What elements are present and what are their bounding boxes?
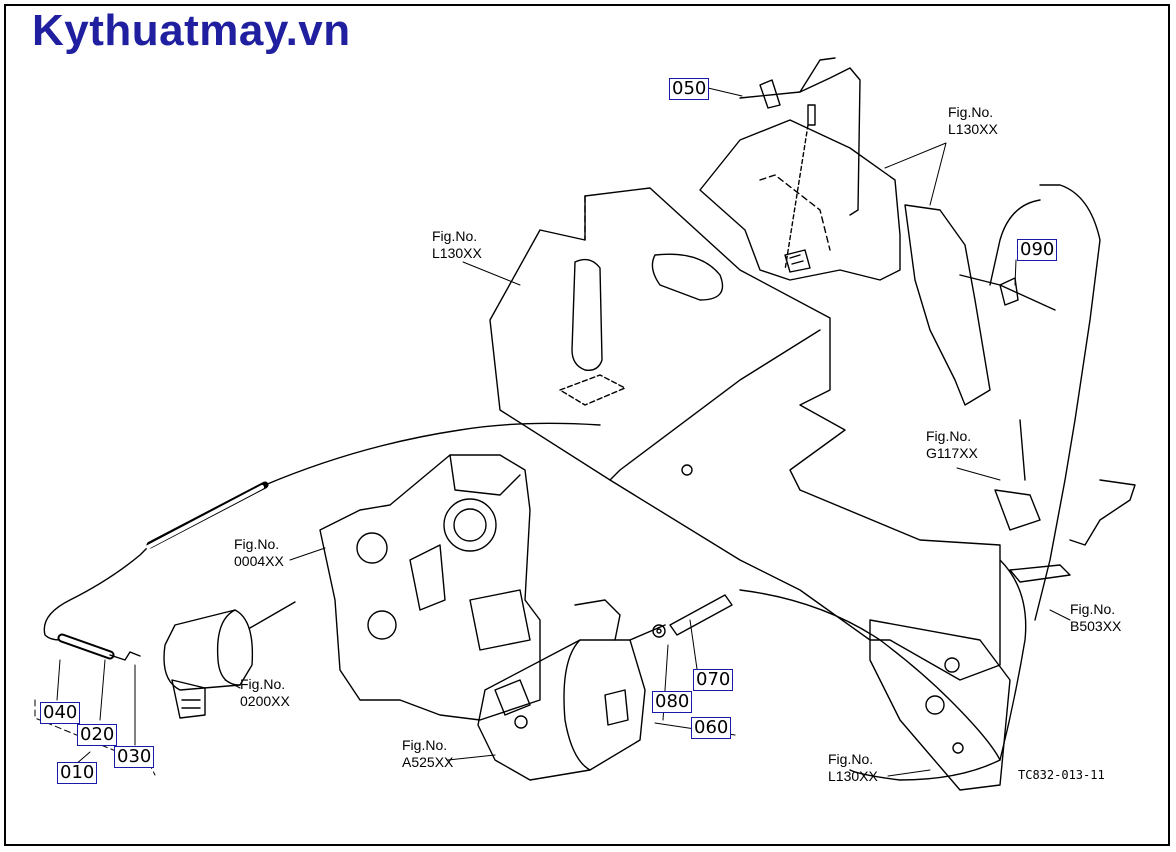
fig-ref-top-left[interactable]: Fig.No. L130XX [432, 228, 482, 262]
starter-motor [477, 599, 666, 781]
fig-ref-number: L130XX [432, 245, 482, 261]
fig-ref-number: 0004XX [234, 553, 284, 569]
part-code-040[interactable]: 040 [40, 702, 81, 724]
part-code-030[interactable]: 030 [114, 746, 155, 768]
fig-ref-label: Fig.No. [1070, 601, 1116, 617]
drawing-border [4, 4, 1170, 846]
upper-bracket [699, 119, 991, 406]
actuator-motor [163, 601, 296, 719]
fig-ref-label: Fig.No. [234, 536, 280, 552]
cable-assembly [43, 422, 1027, 781]
leader-lines [34, 87, 1071, 777]
fig-ref-bottom[interactable]: Fig.No. L130XX [828, 751, 878, 785]
fig-ref-label: Fig.No. [948, 104, 994, 120]
part-code-090[interactable]: 090 [1017, 239, 1058, 261]
pin-070 [652, 594, 733, 638]
fig-ref-label: Fig.No. [402, 737, 448, 753]
fig-ref-number: A525XX [402, 754, 454, 770]
fig-ref-label: Fig.No. [432, 228, 478, 244]
part-code-070[interactable]: 070 [693, 669, 734, 691]
part-code-050[interactable]: 050 [669, 78, 710, 100]
fig-ref-label: Fig.No. [926, 428, 972, 444]
fig-ref-number: 0200XX [240, 693, 290, 709]
drawing-reference-number: TC832-013-11 [1018, 768, 1105, 782]
fig-ref-top-right[interactable]: Fig.No. L130XX [948, 104, 998, 138]
cover-panel [489, 187, 1011, 791]
fig-ref-starter[interactable]: Fig.No. A525XX [402, 737, 453, 771]
fig-ref-number: B503XX [1070, 618, 1122, 634]
lever-050 [739, 57, 861, 273]
fig-ref-gear[interactable]: Fig.No. G117XX [926, 428, 978, 462]
fig-ref-label: Fig.No. [240, 676, 286, 692]
fig-ref-motor[interactable]: Fig.No. 0200XX [240, 676, 290, 710]
transmission-case [319, 454, 541, 721]
part-code-010[interactable]: 010 [57, 762, 98, 784]
fig-ref-label: Fig.No. [828, 751, 874, 767]
fig-ref-number: L130XX [828, 768, 878, 784]
part-code-080[interactable]: 080 [652, 691, 693, 713]
fig-ref-number: L130XX [948, 121, 998, 137]
part-code-020[interactable]: 020 [77, 724, 118, 746]
fig-ref-frame[interactable]: Fig.No. B503XX [1070, 601, 1121, 635]
fig-ref-case[interactable]: Fig.No. 0004XX [234, 536, 284, 570]
part-code-060[interactable]: 060 [691, 717, 732, 739]
fig-ref-number: G117XX [926, 445, 978, 461]
rod-090 [959, 184, 1136, 621]
site-logo-text[interactable]: Kythuatmay.vn [32, 6, 351, 55]
